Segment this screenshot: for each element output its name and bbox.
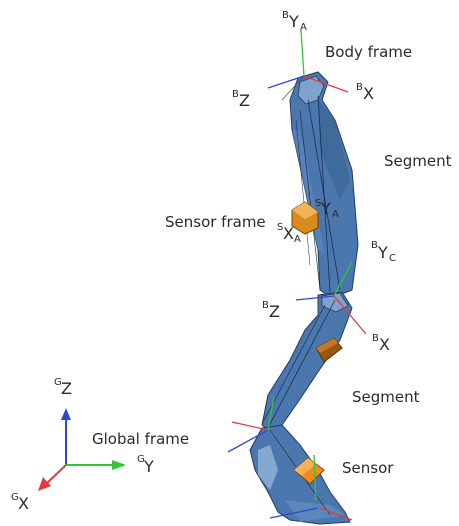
global-frame-label: Global frame bbox=[92, 430, 189, 448]
axis-label-sensor-x-a: S X A bbox=[277, 222, 301, 245]
global-frame-axes bbox=[38, 408, 126, 491]
svg-text:B: B bbox=[282, 10, 289, 21]
sensor-box-foot bbox=[293, 457, 325, 485]
svg-text:B: B bbox=[356, 82, 363, 93]
ankle-axes bbox=[227, 395, 275, 453]
svg-text:A: A bbox=[300, 22, 307, 33]
svg-text:A: A bbox=[332, 209, 339, 220]
axis-label-sensor-y-a: S Y A bbox=[315, 198, 339, 220]
sensor-label: Sensor bbox=[342, 459, 394, 477]
axis-label-body-x-mid: B X bbox=[372, 333, 390, 354]
axis-label-body-y-c: B Y C bbox=[371, 240, 396, 264]
svg-text:B: B bbox=[262, 300, 269, 311]
svg-text:B: B bbox=[371, 240, 378, 251]
axis-label-global-z: G Z bbox=[54, 377, 72, 398]
sensor-box-shank bbox=[315, 337, 343, 363]
svg-text:X: X bbox=[379, 335, 390, 354]
svg-text:Z: Z bbox=[269, 302, 280, 321]
svg-text:S: S bbox=[277, 222, 283, 233]
axis-label-body-x-top: B X bbox=[356, 82, 374, 103]
svg-text:B: B bbox=[232, 89, 239, 100]
sensor-box-thigh bbox=[291, 201, 319, 235]
svg-text:Y: Y bbox=[288, 12, 299, 31]
svg-text:X: X bbox=[283, 224, 294, 243]
svg-text:B: B bbox=[372, 333, 379, 344]
svg-text:G: G bbox=[137, 454, 145, 465]
segment-upper-label: Segment bbox=[384, 152, 452, 170]
axis-label-body-z-top: B Z bbox=[232, 89, 250, 110]
axis-label-body-z-mid: B Z bbox=[262, 300, 280, 321]
svg-text:Y: Y bbox=[320, 199, 331, 218]
svg-text:X: X bbox=[363, 84, 374, 103]
sensor-frame-label: Sensor frame bbox=[165, 213, 266, 231]
svg-text:Z: Z bbox=[61, 379, 72, 398]
axis-label-body-y-a: B Y A bbox=[282, 10, 307, 33]
svg-text:Z: Z bbox=[239, 91, 250, 110]
body-frame-axes-top bbox=[267, 29, 349, 101]
svg-text:G: G bbox=[11, 492, 19, 503]
axis-label-global-y: G Y bbox=[137, 454, 154, 476]
axis-label-global-x: G X bbox=[11, 492, 29, 513]
svg-text:C: C bbox=[389, 253, 396, 264]
body-frame-axes-knee bbox=[295, 261, 367, 335]
svg-text:Y: Y bbox=[143, 457, 154, 476]
body-frame-label: Body frame bbox=[325, 43, 412, 61]
upper-segment bbox=[289, 71, 359, 299]
svg-text:G: G bbox=[54, 377, 62, 388]
svg-text:S: S bbox=[315, 198, 321, 209]
svg-text:A: A bbox=[294, 234, 301, 245]
segment-lower-label: Segment bbox=[352, 388, 420, 406]
svg-text:X: X bbox=[18, 494, 29, 513]
foot-sensor-axes bbox=[269, 454, 353, 521]
svg-text:Y: Y bbox=[377, 243, 388, 262]
